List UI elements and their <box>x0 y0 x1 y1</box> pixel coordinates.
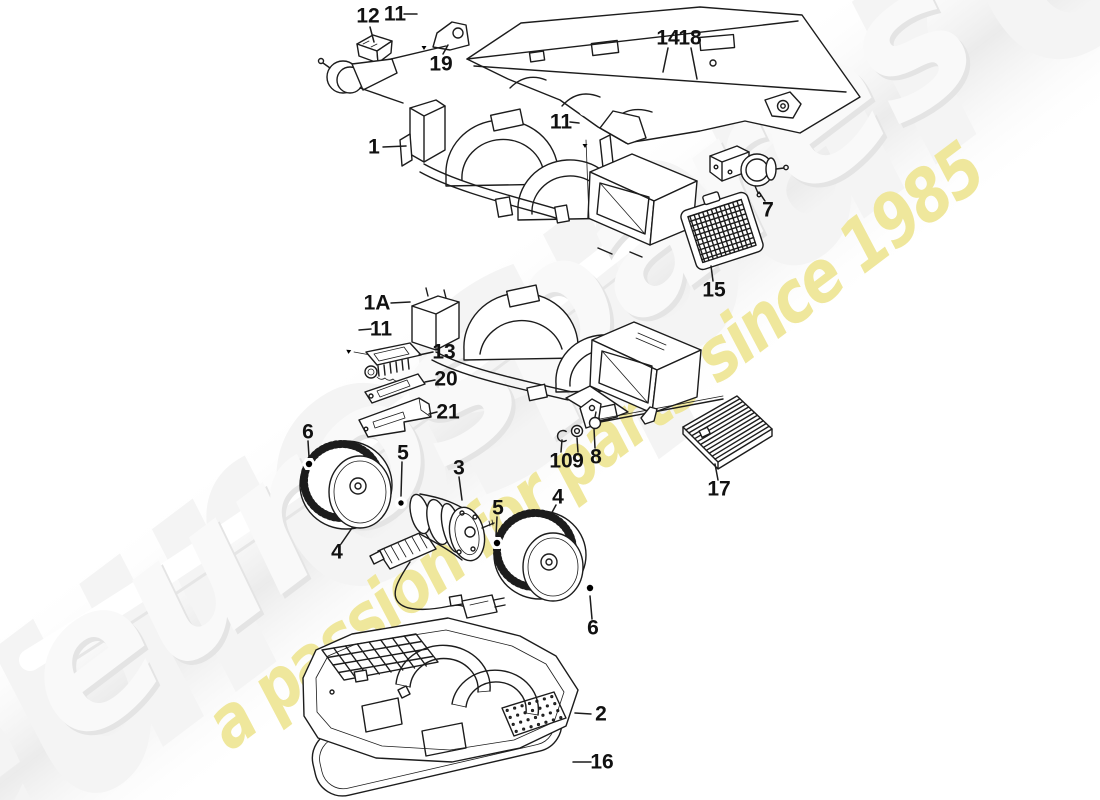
part-label-11-3: 11 <box>370 318 393 341</box>
leader-line-20 <box>424 379 436 383</box>
part-label-1: 1 <box>368 136 380 159</box>
leader-line-7 <box>758 191 766 202</box>
part-label-17: 17 <box>707 478 730 501</box>
part-label-21: 21 <box>436 401 460 424</box>
part-label-10: 10 <box>549 450 572 473</box>
part-label-5: 5 <box>397 442 409 465</box>
part-label-13: 13 <box>432 341 455 364</box>
part-label-6: 6 <box>302 421 314 444</box>
leader-line-4 <box>340 527 353 545</box>
leader-line-1 <box>382 145 407 148</box>
leader-line-15 <box>710 265 714 282</box>
leader-line-4-2 <box>548 504 557 519</box>
blower-wheel-right-drawing <box>493 509 587 602</box>
part-label-6-2: 6 <box>587 617 599 640</box>
housing-bottom-drawing <box>302 617 579 763</box>
part-label-3: 3 <box>453 457 465 480</box>
leader-line-11-2 <box>569 121 580 124</box>
leader-line-19 <box>442 44 449 55</box>
part-label-9: 9 <box>572 450 584 473</box>
leader-line-10 <box>560 439 563 453</box>
part-label-2: 2 <box>595 703 607 726</box>
leader-line-6 <box>307 440 310 458</box>
blower-housing-upper-drawing <box>399 99 698 258</box>
part-label-15: 15 <box>702 279 726 302</box>
part-label-11: 11 <box>384 3 407 26</box>
leader-line-11-3 <box>358 328 372 331</box>
mounting-bracket-drawing <box>373 21 470 64</box>
connector-drawing <box>356 34 393 64</box>
leader-line-8 <box>593 428 596 449</box>
leader-line-14 <box>662 47 669 73</box>
control-rod-drawing <box>556 395 724 443</box>
part-label-8: 8 <box>590 446 602 469</box>
part-label-7: 7 <box>762 199 774 222</box>
leader-line-2 <box>574 712 592 715</box>
leader-line-1a <box>390 301 411 304</box>
part-label-5-2: 5 <box>492 497 504 520</box>
part-label-19: 19 <box>429 53 452 76</box>
part-label-1a: 1A <box>364 292 391 315</box>
wiring-plug-drawing <box>448 594 506 619</box>
leader-line-5 <box>400 461 403 497</box>
leader-line-12 <box>369 26 375 43</box>
blower-housing-lower-drawing <box>411 284 702 422</box>
part-label-12: 12 <box>356 5 379 28</box>
cowl-panel-drawing <box>466 6 861 145</box>
leader-line-9 <box>576 437 579 453</box>
part-label-4: 4 <box>331 541 343 564</box>
leader-line-3 <box>458 476 463 501</box>
part-label-18: 18 <box>678 27 702 50</box>
vent-grille-drawing <box>680 191 764 271</box>
ball-stud-8 <box>588 416 602 430</box>
blower-wheel-left-drawing <box>299 440 393 530</box>
vacuum-motor-drawing <box>709 145 789 198</box>
part-label-11-2: 11 <box>550 111 573 134</box>
leader-line-21 <box>428 411 438 415</box>
retaining-plate-drawing <box>364 373 426 404</box>
screw-drawing-top <box>418 10 430 50</box>
leader-line-18 <box>690 47 698 80</box>
part-label-16: 16 <box>590 751 613 774</box>
part-label-4-2: 4 <box>552 486 564 509</box>
part-label-20: 20 <box>434 368 457 391</box>
washer-drawing <box>395 497 407 509</box>
vacuum-actuator-drawing <box>317 57 404 104</box>
part-label-14: 14 <box>656 27 680 50</box>
leader-line-13 <box>418 351 434 356</box>
leader-line-17 <box>714 463 719 481</box>
leader-line-5-2 <box>495 516 498 537</box>
washer-9 <box>570 424 584 438</box>
leader-line-6-2 <box>589 595 593 620</box>
cabin-filter-drawing <box>682 395 773 470</box>
bracket-plate-drawing <box>358 397 432 438</box>
e-clip-10 <box>556 429 567 443</box>
blower-motor-drawing <box>369 493 495 611</box>
nut-drawing-right <box>583 581 597 595</box>
